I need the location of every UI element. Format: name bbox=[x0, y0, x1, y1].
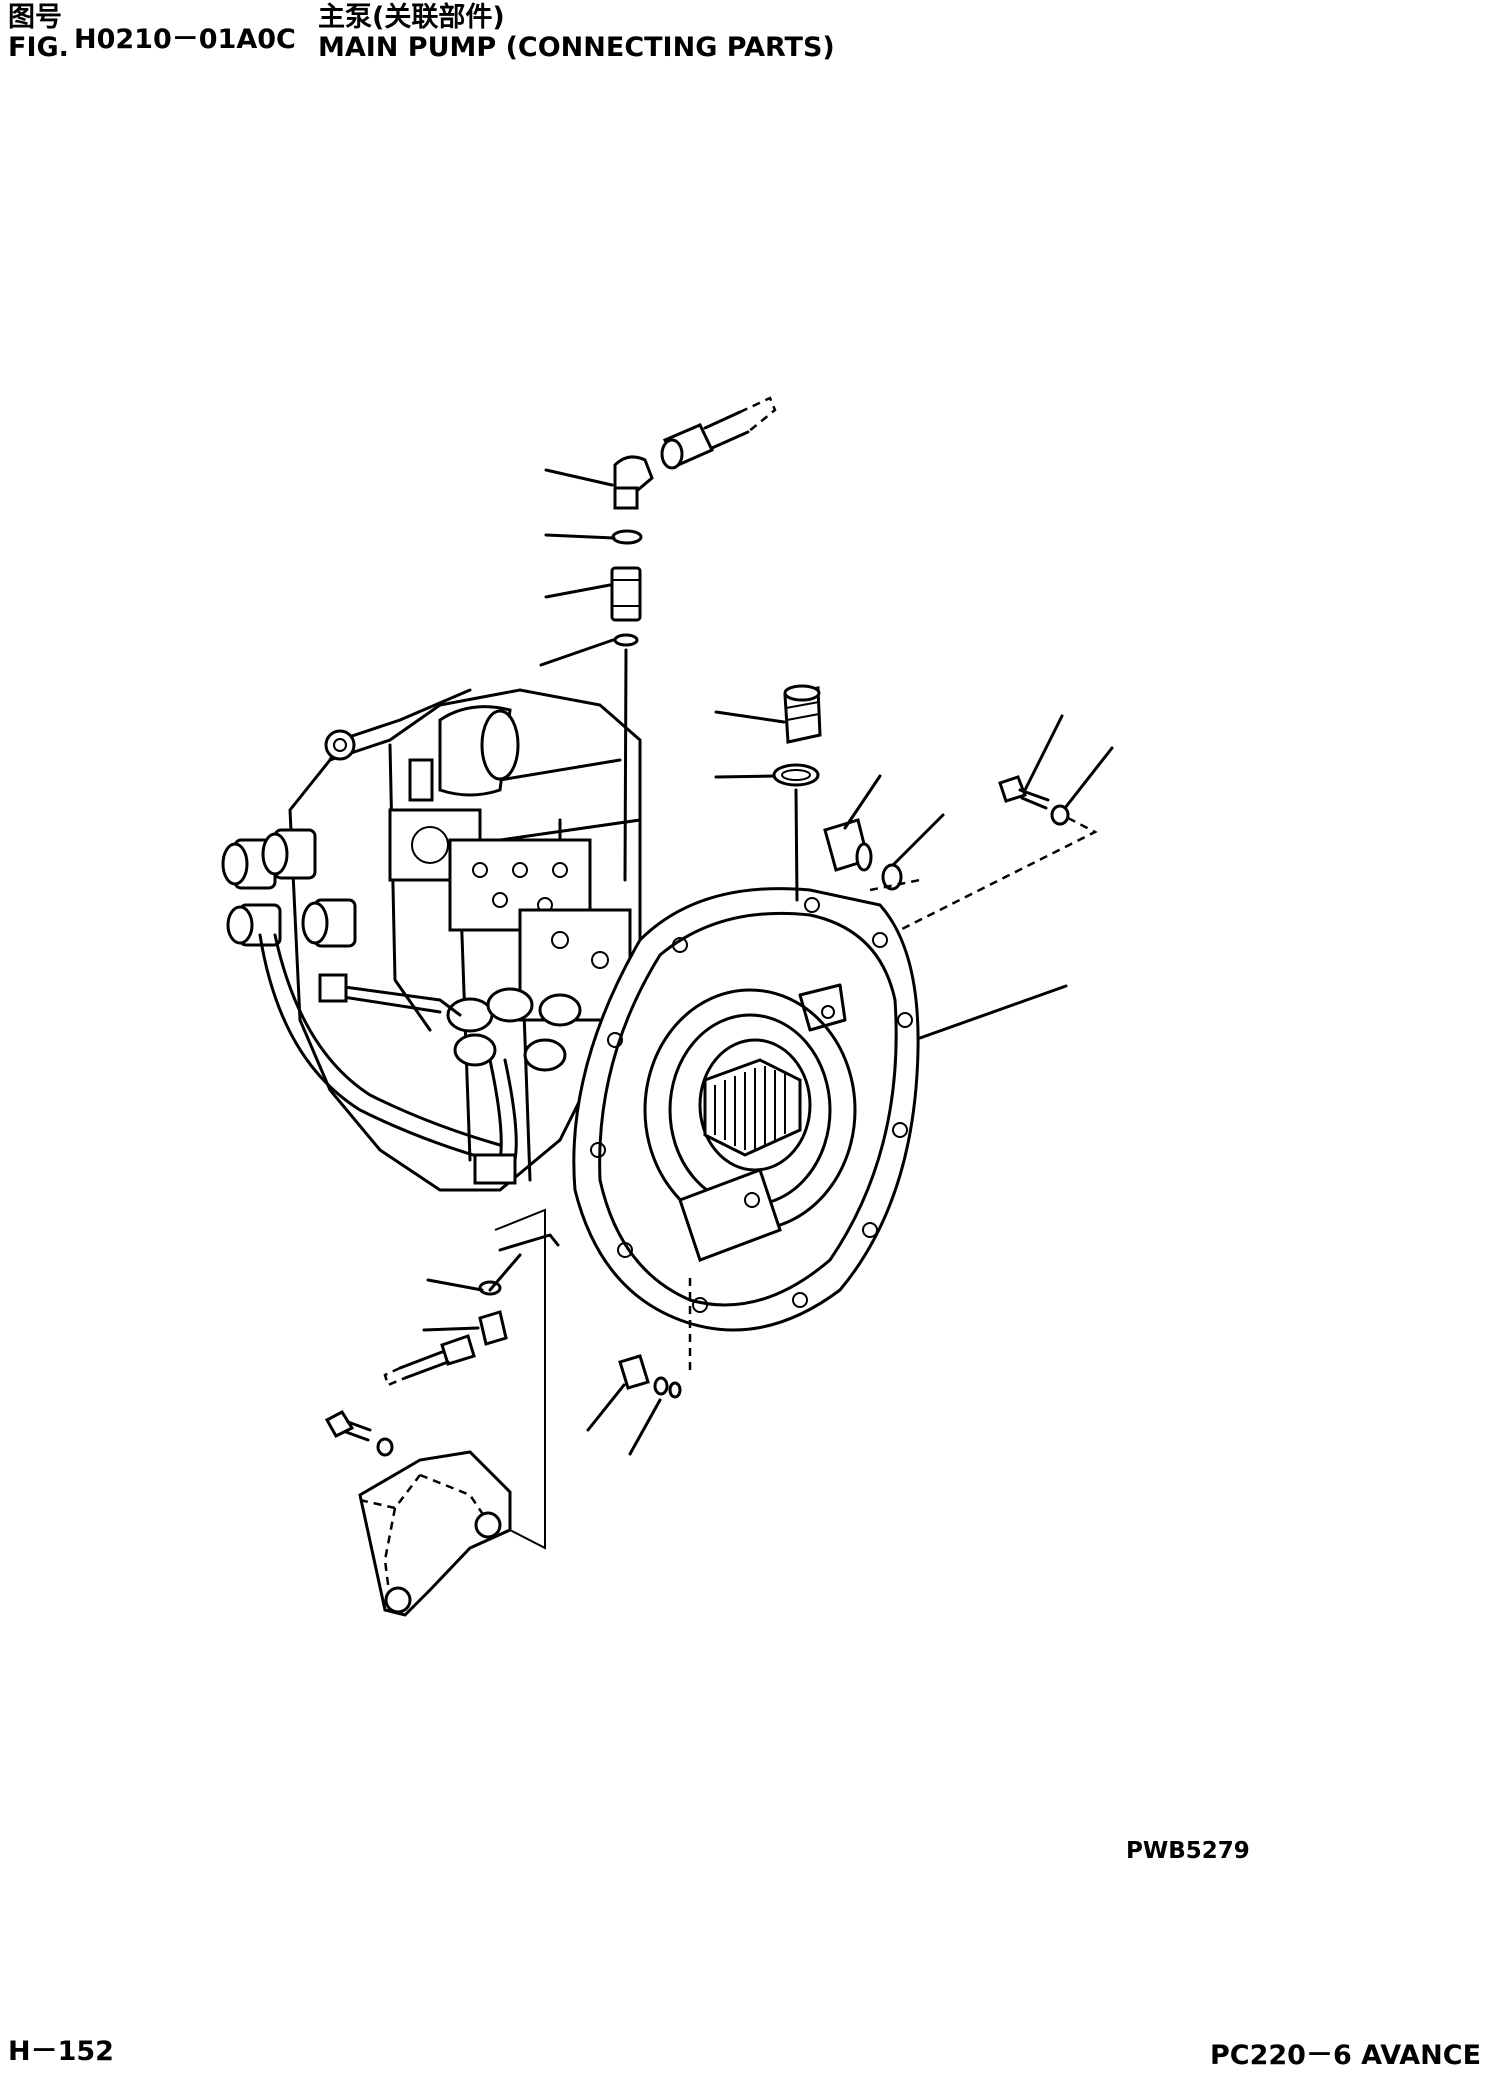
title-zh: 主泵(关联部件) bbox=[318, 2, 505, 33]
bottom-left-fittings bbox=[383, 1233, 560, 1387]
bolt-and-washer bbox=[899, 775, 1098, 932]
drawing-code: PWB5279 bbox=[1126, 1838, 1250, 1864]
pump-body bbox=[221, 688, 642, 1192]
fig-label-en: FIG. bbox=[8, 32, 69, 63]
leader-lines bbox=[422, 468, 1114, 1456]
flywheel-housing bbox=[572, 887, 920, 1332]
bracket bbox=[324, 1208, 546, 1617]
title-en: MAIN PUMP (CONNECTING PARTS) bbox=[318, 32, 835, 63]
page-number: H－152 bbox=[8, 2036, 114, 2067]
bottom-plug bbox=[618, 1275, 692, 1399]
plug-and-oring bbox=[823, 818, 921, 892]
cap-and-gasket bbox=[772, 684, 822, 902]
fig-number: H0210－01A0C bbox=[74, 24, 296, 55]
model-name: PC220－6 AVANCE bbox=[1210, 2040, 1482, 2071]
top-fittings bbox=[610, 396, 777, 882]
fig-label-zh: 图号 bbox=[8, 2, 62, 33]
